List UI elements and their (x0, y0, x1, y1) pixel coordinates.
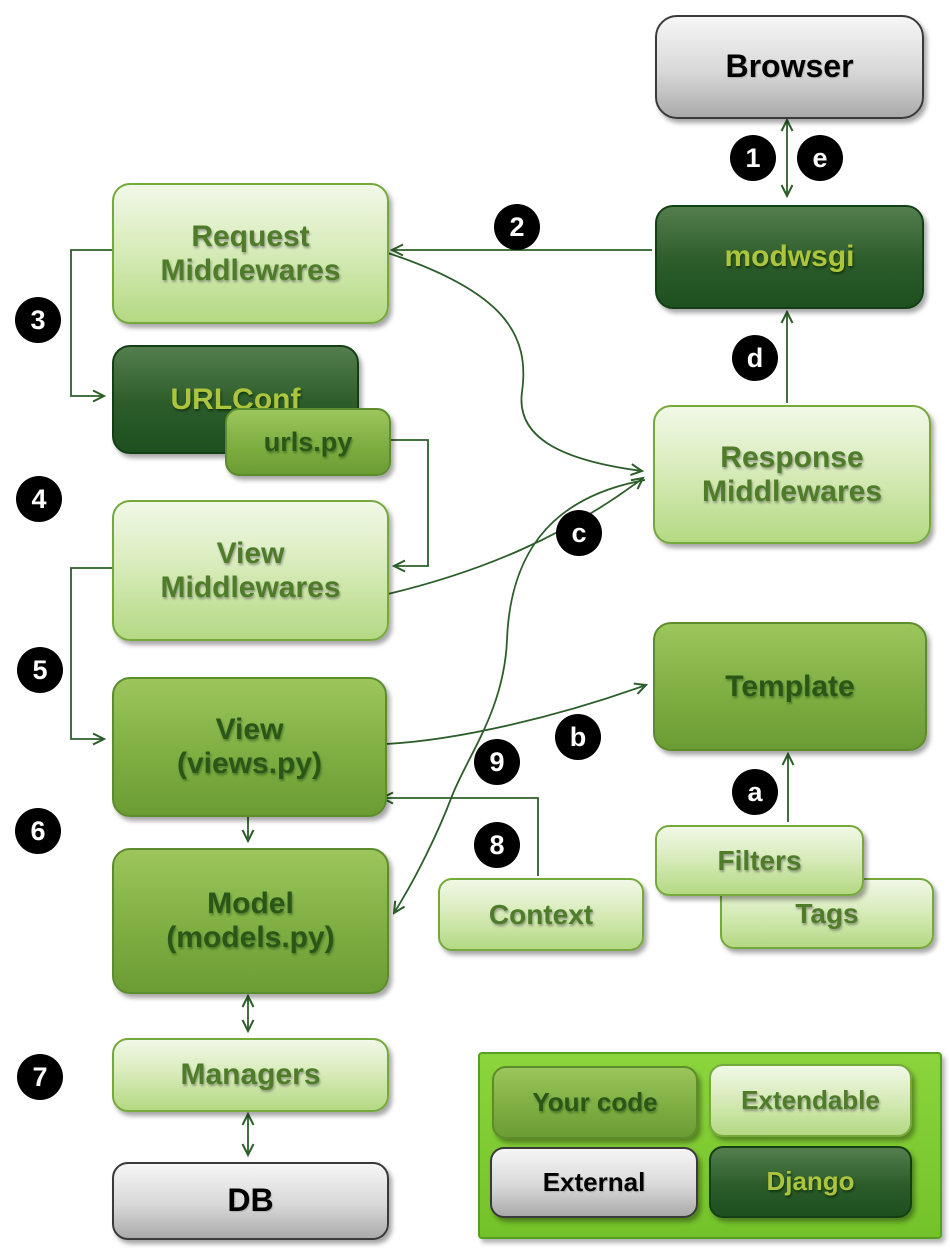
node-view-label2: (views.py) (176, 747, 323, 780)
node-filters-label: Filters (717, 844, 802, 876)
legend-item-django: Django (709, 1146, 912, 1218)
edge-requestmw-responsemw-arrow (387, 252, 642, 471)
badge-step-7: 7 (17, 1054, 63, 1100)
node-urlspy: urls.py (225, 408, 391, 476)
node-filters: Filters (655, 825, 864, 896)
node-tags-label: Tags (795, 897, 859, 929)
legend-item-external-label: External (542, 1166, 646, 1197)
badge-step-5: 5 (17, 647, 63, 693)
node-request-middlewares: Request Middlewares (112, 183, 389, 324)
badge-step-d: d (732, 335, 778, 381)
badge-step-2: 2 (494, 204, 540, 250)
node-modwsgi: modwsgi (655, 205, 924, 309)
edge-urlspy-viewmw-arrow (388, 439, 429, 566)
node-request-middlewares-label2: Middlewares (160, 253, 341, 287)
node-view: View (views.py) (112, 677, 387, 817)
legend-item-django-label: Django (766, 1166, 855, 1197)
node-response-middlewares-label2: Middlewares (701, 474, 883, 508)
badge-step-1: 1 (730, 135, 776, 181)
node-context: Context (438, 878, 644, 951)
node-view-middlewares-label: View (216, 536, 285, 570)
edge-responsemw-model-arrow (394, 479, 646, 913)
node-managers: Managers (112, 1038, 389, 1112)
node-model-label: Model (207, 887, 294, 921)
legend-item-extendable-label: Extendable (741, 1084, 880, 1115)
edge-viewmw-responsemw-arrow (387, 478, 643, 595)
legend-item-your-code-label: Your code (532, 1086, 658, 1117)
node-model: Model (models.py) (112, 848, 389, 994)
badge-step-6: 6 (15, 808, 61, 854)
edge-requestmw-urlconf-arrow (70, 249, 112, 396)
badge-step-b: b (555, 714, 601, 760)
node-browser: Browser (655, 15, 924, 119)
node-db-label: DB (227, 1182, 274, 1219)
badge-step-8: 8 (474, 822, 520, 868)
node-template: Template (653, 622, 927, 751)
node-response-middlewares: Response Middlewares (653, 405, 931, 544)
node-request-middlewares-label: Request (191, 219, 310, 253)
node-response-middlewares-label: Response (720, 440, 864, 474)
node-model-label2: (models.py) (166, 921, 335, 954)
badge-step-4: 4 (16, 476, 62, 522)
node-view-label: View (215, 713, 284, 747)
legend-item-extendable: Extendable (709, 1064, 912, 1137)
badge-step-e: e (797, 135, 843, 181)
edge-viewmw-view-arrow (70, 567, 112, 739)
node-modwsgi-label: modwsgi (724, 240, 855, 274)
node-managers-label: Managers (180, 1058, 321, 1092)
badge-step-9: 9 (474, 739, 520, 785)
legend-item-your-code: Your code (492, 1066, 698, 1139)
edge-view-template-arrow (385, 685, 646, 745)
node-view-middlewares-label2: Middlewares (160, 570, 341, 604)
legend-item-external: External (490, 1147, 698, 1218)
node-db: DB (112, 1162, 389, 1240)
node-context-label: Context (488, 898, 594, 930)
badge-step-c: c (556, 510, 602, 556)
node-browser-label: Browser (725, 48, 854, 85)
node-urlspy-label: urls.py (263, 426, 353, 457)
badge-step-3: 3 (15, 297, 61, 343)
edge-context-view-arrow (382, 798, 539, 876)
badge-step-a: a (732, 769, 778, 815)
node-template-label: Template (725, 669, 855, 703)
node-view-middlewares: View Middlewares (112, 500, 389, 641)
